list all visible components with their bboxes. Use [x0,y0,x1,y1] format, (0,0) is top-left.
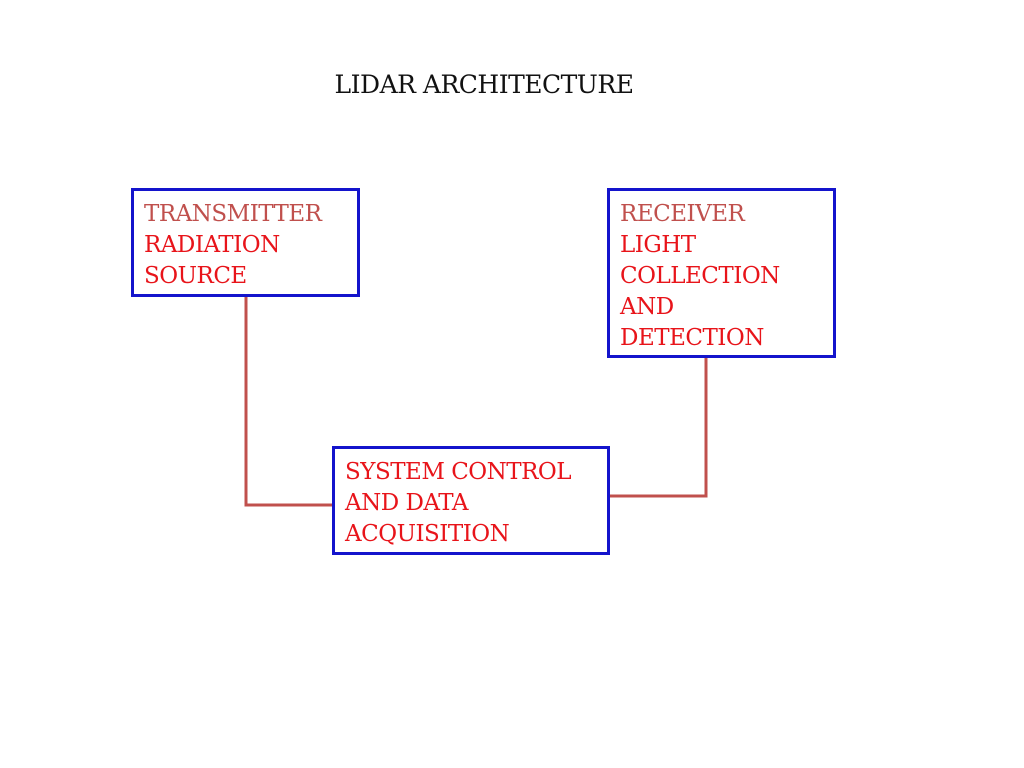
receiver-heading: RECEIVER [620,201,745,227]
system-control-line: AND DATA [345,490,468,516]
receiver-line: DETECTION [620,325,764,351]
receiver-line: AND [620,294,674,320]
diagram-title: LIDAR ARCHITECTURE [334,70,634,99]
transmitter-box: TRANSMITTER RADIATION SOURCE [131,188,360,297]
connector-receiver-to-control [610,358,708,498]
connector-transmitter-to-control [244,297,332,507]
system-control-line: ACQUISITION [345,521,510,547]
transmitter-line: RADIATION [144,232,280,258]
receiver-line: COLLECTION [620,263,780,289]
receiver-box: RECEIVER LIGHT COLLECTION AND DETECTION [607,188,836,358]
receiver-line: LIGHT [620,232,696,258]
transmitter-line: SOURCE [144,263,247,289]
system-control-box: SYSTEM CONTROL AND DATA ACQUISITION [332,446,610,555]
transmitter-heading: TRANSMITTER [144,201,322,227]
system-control-line: SYSTEM CONTROL [345,459,572,485]
